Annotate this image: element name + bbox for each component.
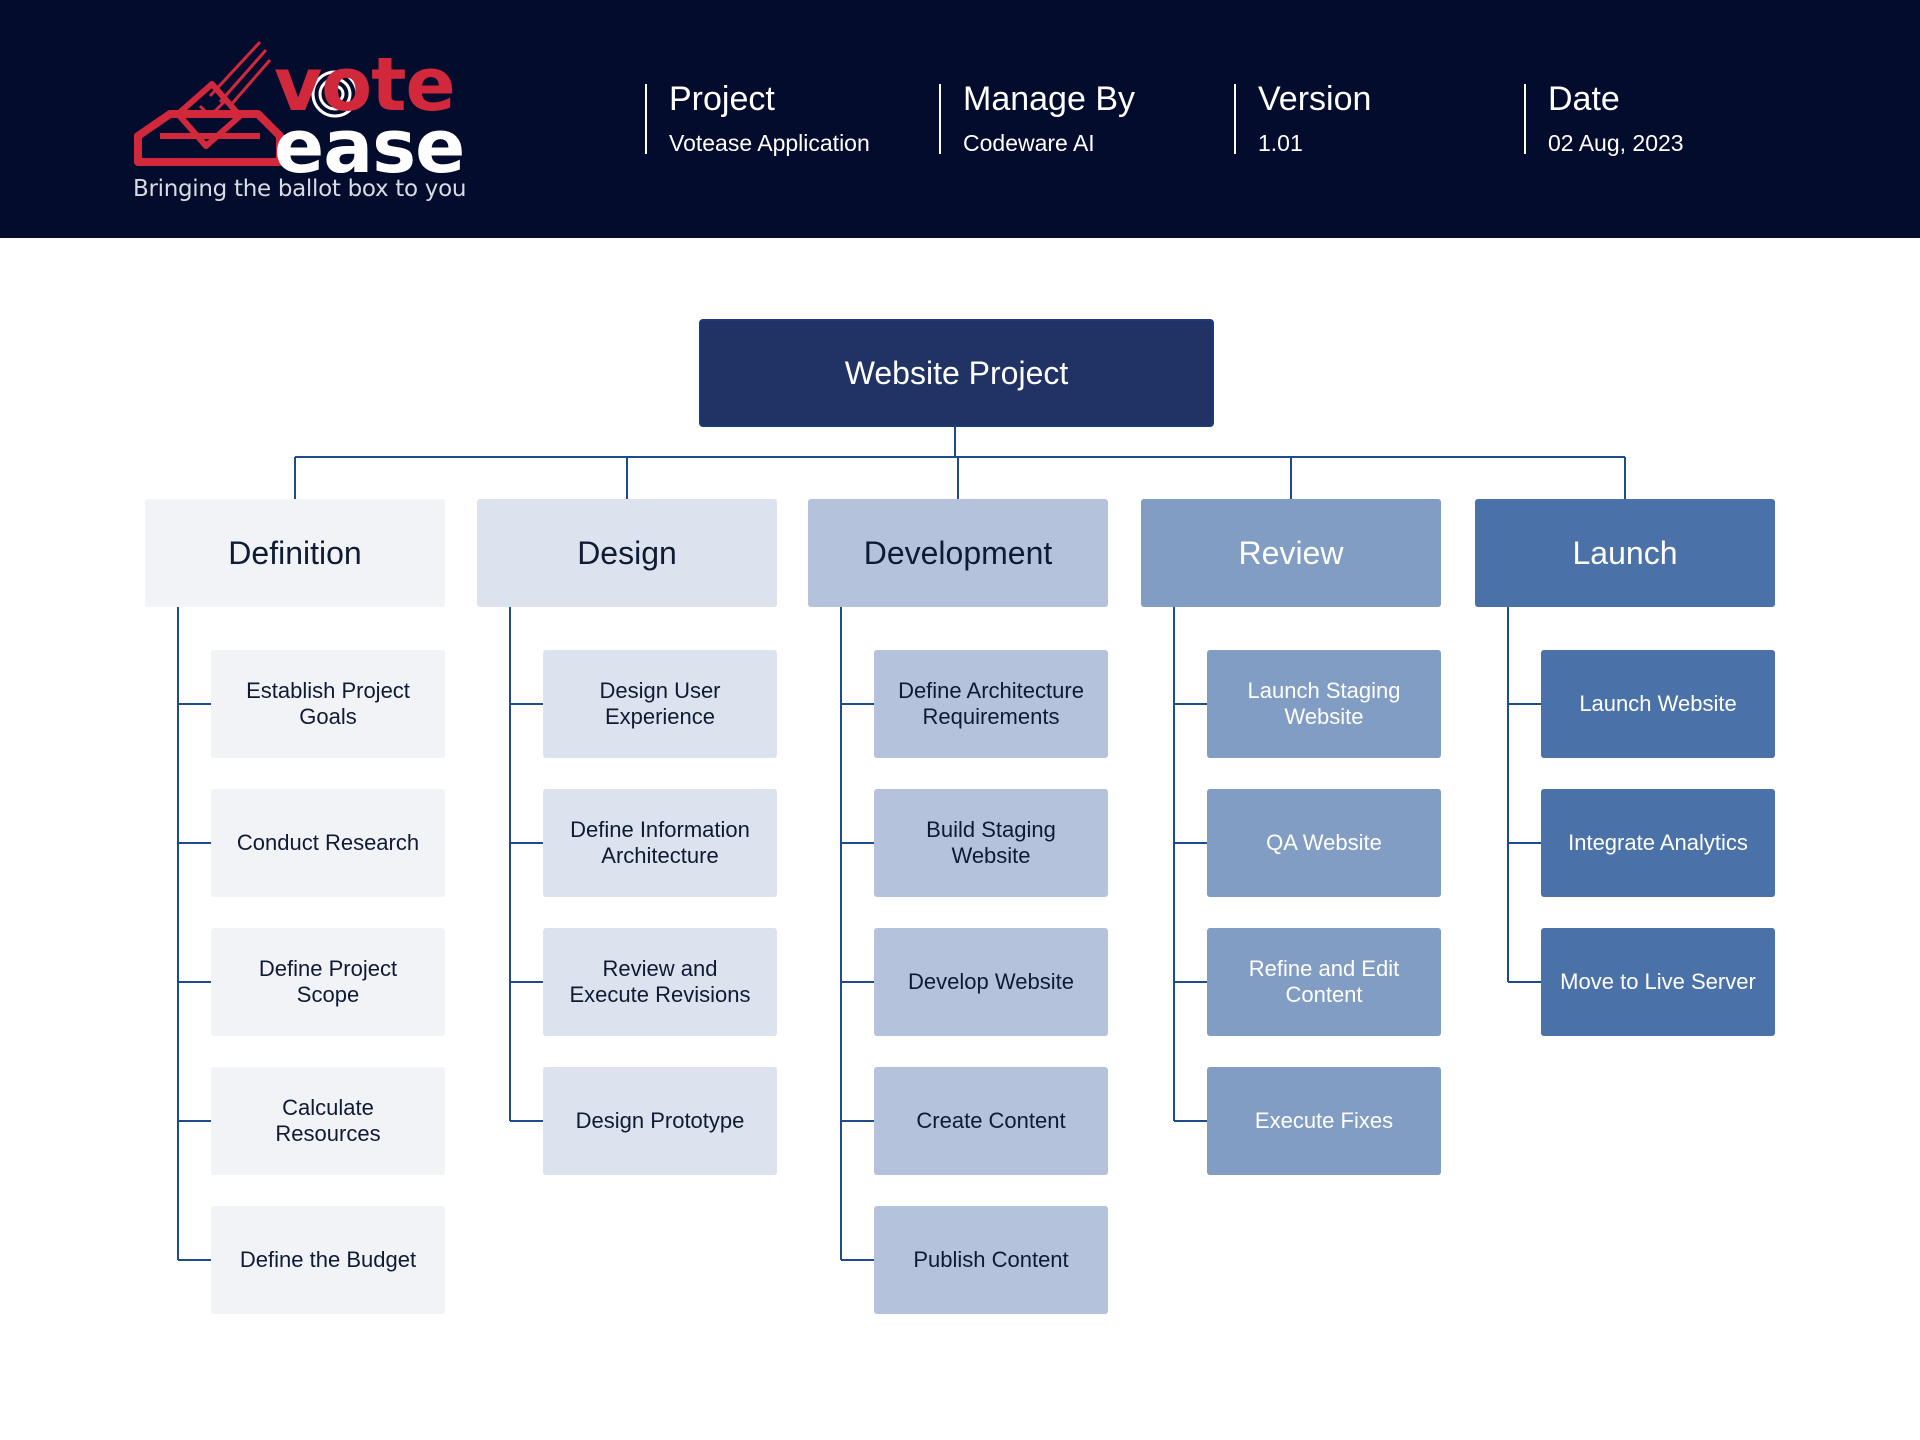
task-node: Design Prototype [543,1067,777,1175]
task-node: Calculate Resources [211,1067,445,1175]
phase-launch: Launch [1475,499,1775,607]
meta-version: Version 1.01 [1234,80,1372,156]
logo-word-ease: ease [274,104,465,190]
task-node: Refine and Edit Content [1207,928,1441,1036]
task-node: Define Information Architecture [543,789,777,897]
task-node: Develop Website [874,928,1108,1036]
phase-review: Review [1141,499,1441,607]
meta-value: 02 Aug, 2023 [1548,130,1684,156]
meta-value: Codeware AI [963,130,1095,156]
votease-logo: vote ease Bringing the ballot box to you [130,36,466,206]
task-node: Publish Content [874,1206,1108,1314]
meta-project: Project Votease Application [645,80,870,156]
meta-label: Version [1258,80,1372,118]
meta-value: 1.01 [1258,130,1303,156]
task-node: QA Website [1207,789,1441,897]
meta-label: Manage By [963,80,1135,118]
task-node: Define the Budget [211,1206,445,1314]
task-node: Build Staging Website [874,789,1108,897]
task-node: Launch Staging Website [1207,650,1441,758]
meta-managed-by: Manage By Codeware AI [939,80,1135,156]
task-node: Conduct Research [211,789,445,897]
header-bar: vote ease Bringing the ballot box to you… [0,0,1920,238]
root-node: Website Project [699,319,1214,427]
task-node: Define Architecture Requirements [874,650,1108,758]
task-node: Execute Fixes [1207,1067,1441,1175]
task-node: Integrate Analytics [1541,789,1775,897]
phase-definition: Definition [145,499,445,607]
logo-tagline: Bringing the ballot box to you [133,176,467,202]
meta-label: Project [669,80,775,118]
fingerprint-icon [311,70,359,118]
logo-word-vote: vote [274,42,456,128]
task-node: Launch Website [1541,650,1775,758]
task-node: Design User Experience [543,650,777,758]
phase-design: Design [477,499,777,607]
task-node: Review and Execute Revisions [543,928,777,1036]
meta-value: Votease Application [669,130,870,156]
task-node: Define Project Scope [211,928,445,1036]
task-node: Move to Live Server [1541,928,1775,1036]
phase-development: Development [808,499,1108,607]
task-node: Create Content [874,1067,1108,1175]
meta-label: Date [1548,80,1620,118]
task-node: Establish Project Goals [211,650,445,758]
ballot-box-icon [134,40,359,166]
meta-date: Date 02 Aug, 2023 [1524,80,1684,156]
